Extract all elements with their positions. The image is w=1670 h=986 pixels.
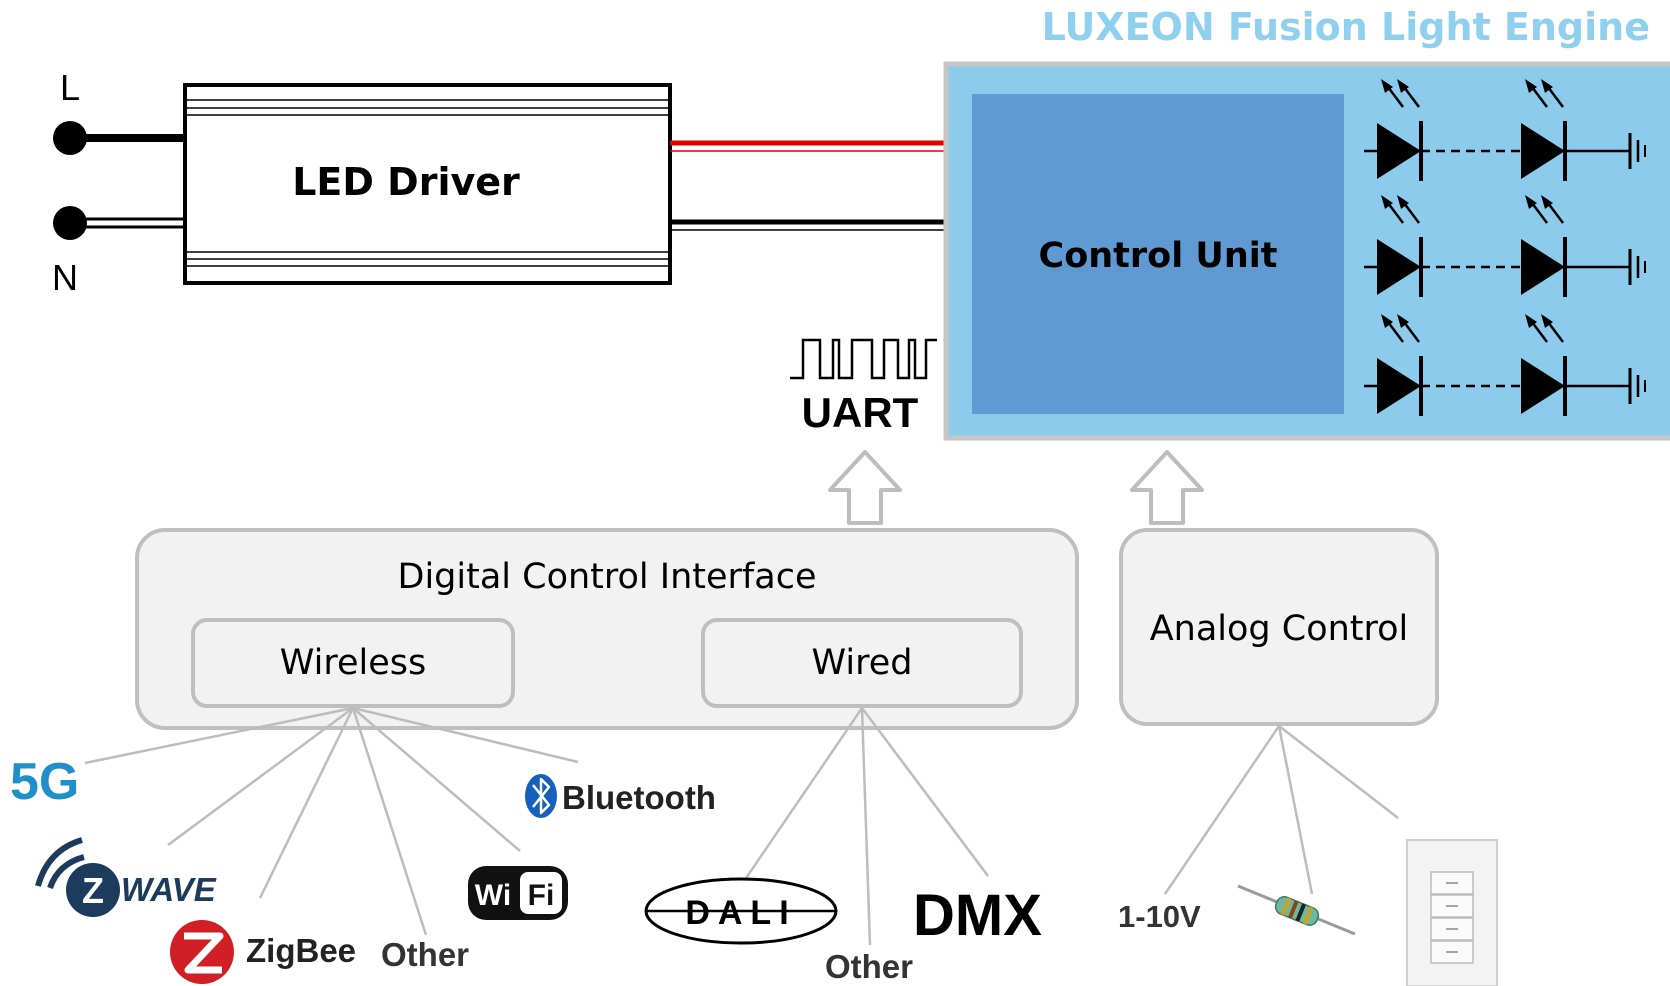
engine-title: LUXEON Fusion Light Engine: [1042, 5, 1650, 49]
analog-control-box: [1119, 528, 1439, 726]
ground-icon: [1628, 368, 1646, 404]
dali-label: DALI: [685, 894, 796, 932]
led-strings: [1364, 77, 1646, 418]
connector-line: [740, 707, 864, 885]
led-driver-label: LED Driver: [292, 160, 520, 204]
control-unit-box: [972, 94, 1344, 414]
wired-options: DALI DMX Other: [644, 877, 1042, 985]
analog-options: 1-10V: [1118, 839, 1498, 986]
connector-line: [861, 707, 989, 877]
wired-label: Wired: [812, 643, 913, 683]
bluetooth-logo: Bluetooth: [525, 774, 716, 818]
connector-line: [167, 706, 354, 847]
bluetooth-icon: [525, 774, 557, 818]
driver-output-wires: [670, 140, 945, 231]
up-arrow-icon: [828, 450, 902, 525]
wifi-left-label: Wi: [475, 879, 511, 912]
resistor-icon: [1237, 884, 1356, 936]
square-wave-icon: [790, 338, 937, 380]
connector-line: [258, 707, 355, 899]
zigbee-logo-icon: ZigBee: [170, 920, 356, 984]
five-g-label: 5G: [10, 753, 79, 811]
wireless-other-label: Other: [381, 936, 469, 973]
neutral-terminal: [53, 206, 87, 240]
connector-lines: [84, 706, 1399, 946]
wired-other-label: Other: [825, 948, 913, 985]
connector-line: [351, 707, 428, 936]
analog-control-label: Analog Control: [1150, 609, 1409, 649]
connector-line: [352, 707, 521, 852]
mains-terminals: L N: [52, 67, 185, 298]
zwave-mark: Z: [82, 870, 104, 911]
ground-icon: [1628, 249, 1646, 285]
wired-box: [701, 618, 1023, 708]
zwave-logo-icon: Z WAVE: [35, 837, 217, 917]
zwave-label: WAVE: [121, 871, 217, 908]
bluetooth-label: Bluetooth: [562, 779, 716, 816]
neutral-label: N: [52, 257, 78, 298]
wireless-options: 5G Z WAVE ZigBee Other Wi Fi Bluetooth: [10, 753, 716, 984]
dali-logo-icon: DALI: [644, 877, 838, 945]
led-driver: LED Driver: [183, 83, 672, 285]
light-engine: Control Unit: [943, 61, 1670, 441]
led-string-1: [1364, 77, 1646, 183]
led-string-3: [1364, 312, 1646, 418]
wifi-logo-icon: Wi Fi: [468, 866, 568, 920]
ground-icon: [1628, 133, 1646, 169]
digital-control-label: Digital Control Interface: [398, 557, 817, 597]
digital-control-interface: Digital Control Interface Wireless Wired: [135, 528, 1079, 730]
uart-signal: UART: [790, 338, 937, 436]
connector-line: [860, 707, 872, 946]
connector-line: [1277, 725, 1314, 895]
zigbee-label: ZigBee: [246, 932, 356, 969]
wireless-label: Wireless: [280, 643, 426, 683]
up-arrow-icon: [1130, 450, 1204, 525]
led-driver-box: [183, 83, 672, 285]
wifi-right-label: Fi: [528, 879, 555, 912]
line-label: L: [60, 67, 80, 108]
led-string-2: [1364, 193, 1646, 299]
control-unit-label: Control Unit: [1039, 236, 1278, 276]
connector-line: [352, 706, 579, 764]
wireless-box: [191, 618, 515, 708]
connector-line: [1163, 725, 1281, 895]
analog-control-interface: Analog Control: [1119, 528, 1439, 726]
wall-switch-panel-icon: [1406, 839, 1498, 986]
connector-line: [84, 706, 354, 765]
dmx-label: DMX: [913, 883, 1042, 948]
uart-label: UART: [802, 389, 919, 436]
connector-line: [1278, 725, 1399, 819]
one-to-ten-volt-label: 1-10V: [1118, 899, 1201, 934]
